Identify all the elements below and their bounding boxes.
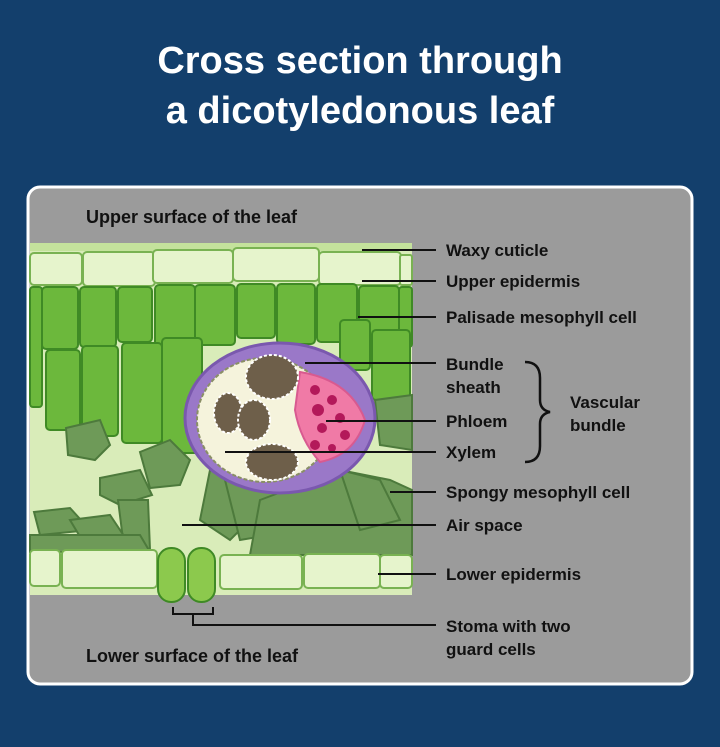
label-lower-epidermis: Lower epidermis [446,565,581,584]
palisade-mesophyll [29,283,413,454]
vascular-bundle [183,341,377,495]
phloem-region [293,370,367,464]
lower-surface-label: Lower surface of the leaf [86,646,299,666]
stoma-bracket [172,607,436,626]
label-waxy-cuticle: Waxy cuticle [446,241,548,260]
waxy-cuticle [30,243,412,251]
label-stoma-1: Stoma with two [446,617,571,636]
title-line-2: a dicotyledonous leaf [165,90,555,132]
label-phloem: Phloem [446,412,507,431]
label-palisade: Palisade mesophyll cell [446,308,637,327]
label-stoma-2: guard cells [446,640,536,659]
label-spongy: Spongy mesophyll cell [446,483,630,502]
upper-surface-label: Upper surface of the leaf [86,207,298,227]
vascular-brace [524,360,551,464]
label-vascular-1: Vascular [570,393,640,412]
leaf-section [29,243,413,603]
label-air-space: Air space [446,516,523,535]
phloem-cells [310,385,350,452]
labels: Waxy cuticle Upper epidermis Palisade me… [446,241,640,659]
label-bundle-sheath-1: Bundle [446,355,504,374]
guard-cells [157,547,216,603]
leader-lines [172,249,551,626]
label-vascular-2: bundle [570,416,626,435]
label-bundle-sheath-2: sheath [446,378,501,397]
title-line-1: Cross section through [157,40,563,82]
label-xylem: Xylem [446,443,496,462]
label-upper-epidermis: Upper epidermis [446,272,580,291]
lower-epidermis [29,549,413,590]
diagram-title: Cross section through a dicotyledonous l… [0,36,720,136]
xylem-vessels [213,354,299,481]
upper-epidermis [29,247,413,287]
